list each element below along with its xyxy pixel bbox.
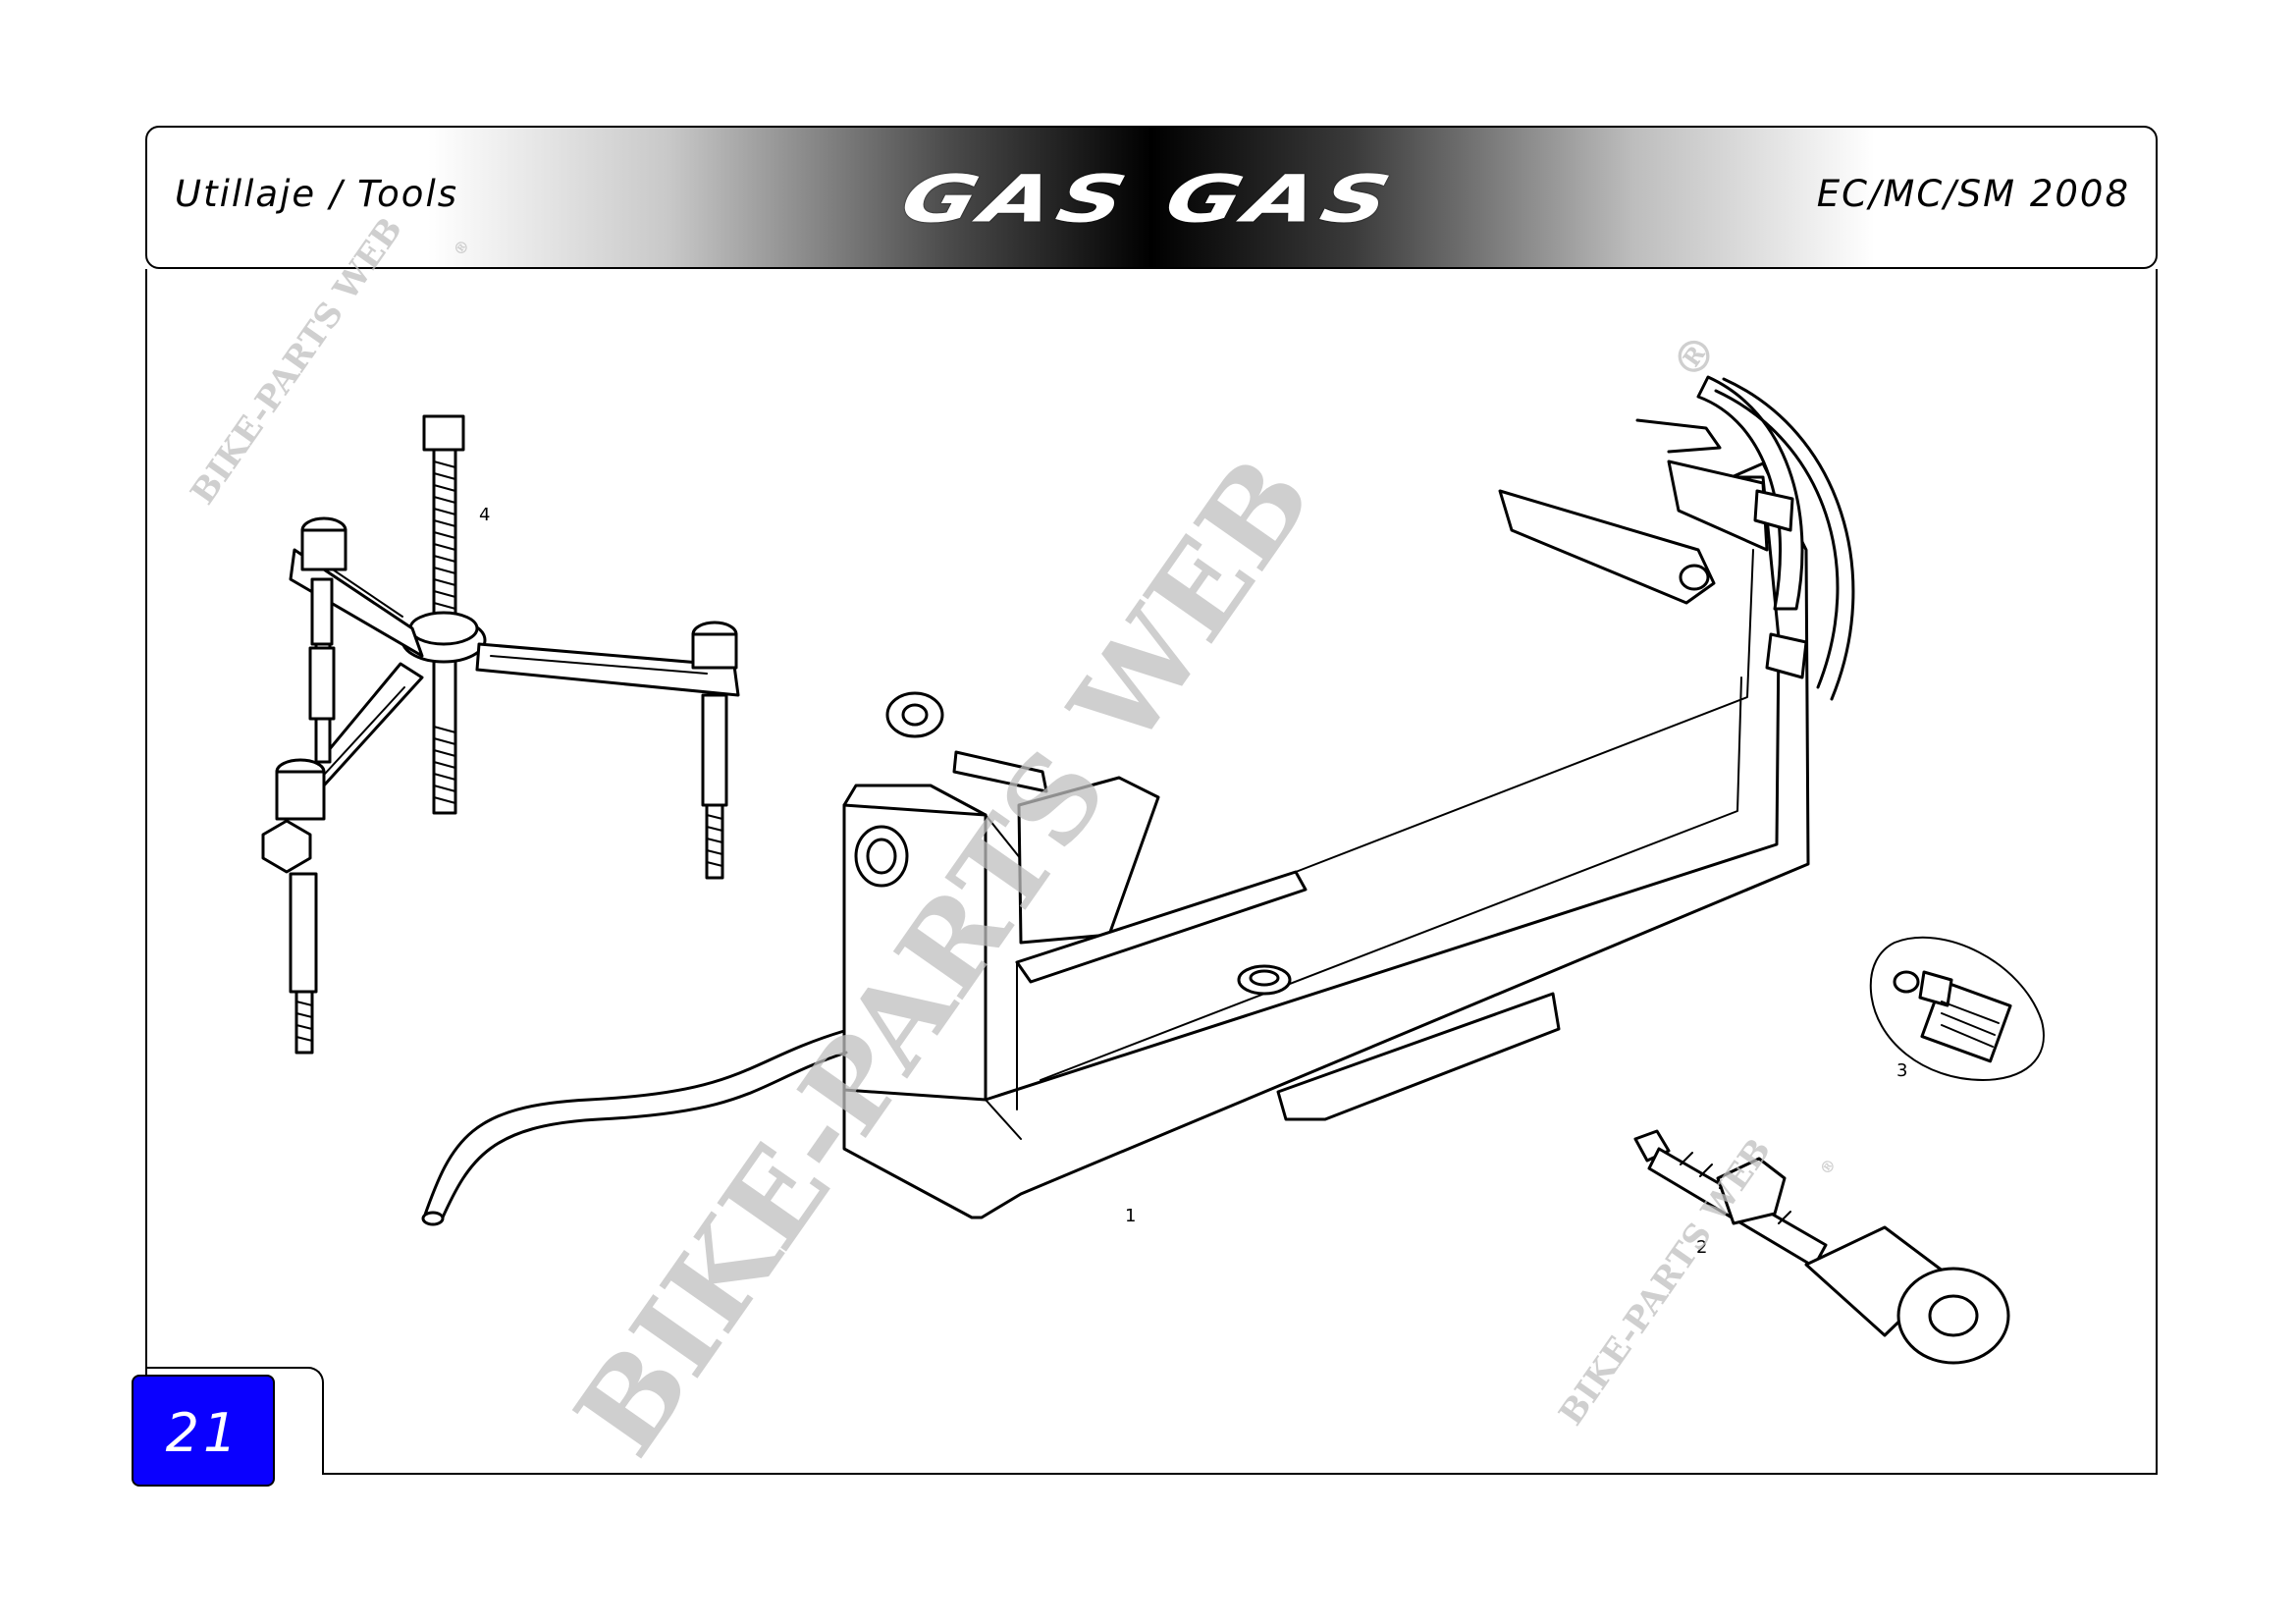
callout-1: 1 (1125, 1206, 1136, 1226)
model-range: EC/MC/SM 2008 (1816, 173, 2130, 215)
watermark-registered-bottom: ® (1816, 1155, 1841, 1178)
page-tab-outline (145, 1367, 324, 1475)
tool-2-puller (1633, 1129, 2010, 1365)
content-frame (145, 269, 2158, 1475)
bottom-rule (324, 1473, 2158, 1475)
header-banner: Utillaje / Tools GAS GAS EC/MC/SM 2008 (145, 126, 2158, 269)
tool-1-engine-stand (421, 375, 1855, 1226)
callout-4: 4 (479, 505, 490, 525)
watermark-registered-main: ® (1662, 325, 1728, 389)
tool-4-puller (261, 414, 740, 1055)
callout-3: 3 (1896, 1060, 1907, 1081)
watermark-small-top: BIKE-PARTS WEB (184, 210, 411, 512)
page-number: 21 (165, 1402, 241, 1464)
page-number-badge: 21 (132, 1375, 275, 1487)
watermark-registered-top: ® (450, 236, 474, 259)
tool-3-adapter (1869, 936, 2045, 1081)
watermark-main: BIKE-PARTS WEB (549, 433, 1338, 1479)
callout-2: 2 (1696, 1237, 1707, 1258)
section-title: Utillaje / Tools (175, 173, 458, 215)
